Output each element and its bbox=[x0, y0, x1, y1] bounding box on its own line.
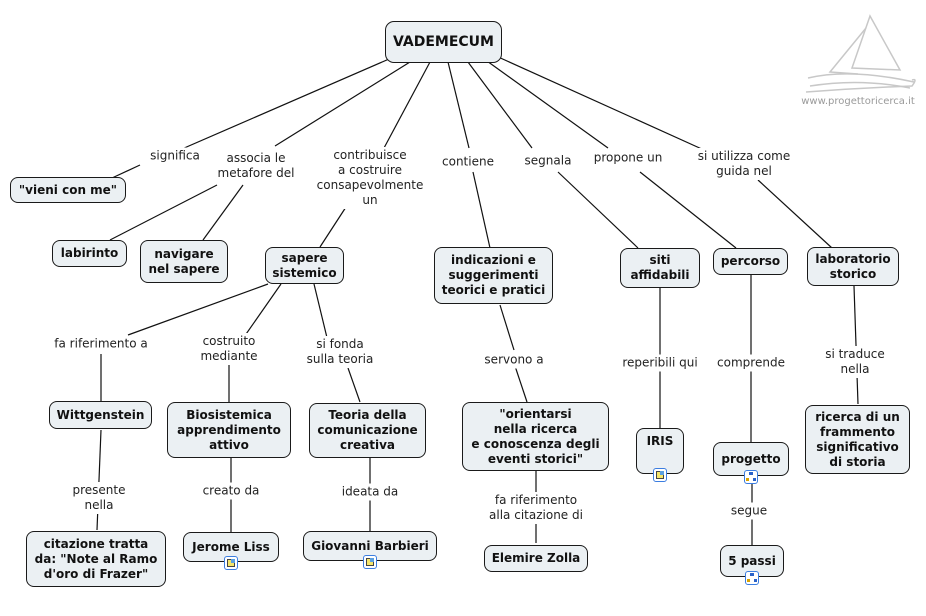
link-label-ideata: ideata da bbox=[339, 483, 401, 501]
link-label-fa-riferimento-citazione: fa riferimento alla citazione di bbox=[487, 492, 585, 524]
node-siti-affidabili[interactable]: siti affidabili bbox=[620, 248, 700, 288]
root-node-vademecum[interactable]: VADEMECUM bbox=[385, 21, 502, 63]
line bbox=[639, 171, 737, 249]
node-biosistemica[interactable]: Biosistemica apprendimento attivo bbox=[167, 402, 291, 458]
node-percorso[interactable]: percorso bbox=[713, 248, 788, 275]
line bbox=[557, 171, 639, 249]
node-sapere-sistemico[interactable]: sapere sistemico bbox=[265, 247, 344, 284]
node-jerome-liss-label: Jerome Liss bbox=[192, 539, 270, 554]
link-label-segnala: segnala bbox=[522, 152, 574, 170]
sailboat-icon bbox=[805, 14, 916, 93]
link-label-utilizza: si utilizza come guida nel bbox=[695, 148, 793, 180]
node-progetto-label: progetto bbox=[721, 451, 781, 466]
link-label-significa: significa bbox=[148, 147, 202, 165]
node-5-passi-label: 5 passi bbox=[728, 553, 776, 568]
link-label-comprende: comprende bbox=[715, 354, 787, 372]
line bbox=[313, 283, 330, 347]
node-5-passi[interactable]: 5 passi bbox=[720, 545, 784, 585]
node-elemire-zolla[interactable]: Elemire Zolla bbox=[484, 545, 588, 572]
node-iris[interactable]: IRIS bbox=[636, 428, 684, 482]
node-giovanni-barbieri-label: Giovanni Barbieri bbox=[311, 538, 429, 553]
line bbox=[347, 367, 361, 403]
link-label-contribuisce: contribuisce a costruire consapevolmente… bbox=[314, 147, 426, 209]
node-laboratorio-storico[interactable]: laboratorio storico bbox=[807, 247, 899, 286]
line bbox=[383, 61, 431, 149]
link-label-traduce: si traduce nella bbox=[819, 346, 891, 378]
line bbox=[499, 304, 515, 351]
line bbox=[853, 285, 859, 405]
document-icon[interactable] bbox=[224, 556, 238, 570]
link-label-contiene: contiene bbox=[440, 153, 496, 171]
logo-url[interactable]: www.progettoricerca.it bbox=[801, 96, 915, 107]
line bbox=[127, 283, 269, 336]
node-navigare-nel-sapere[interactable]: navigare nel sapere bbox=[140, 240, 228, 283]
link-label-servono: servono a bbox=[482, 351, 546, 369]
link-label-costruito: costruito mediante bbox=[198, 333, 260, 365]
node-wittgenstein[interactable]: Wittgenstein bbox=[49, 401, 152, 429]
line bbox=[495, 55, 705, 151]
node-jerome-liss[interactable]: Jerome Liss bbox=[183, 532, 279, 570]
line bbox=[479, 55, 609, 149]
line bbox=[111, 164, 141, 179]
line bbox=[96, 429, 102, 531]
node-labirinto[interactable]: labirinto bbox=[52, 240, 127, 267]
line bbox=[464, 57, 533, 149]
concept-map-icon[interactable] bbox=[745, 571, 759, 585]
link-label-presente: presente nella bbox=[70, 482, 128, 514]
node-ricerca-frammento[interactable]: ricerca di un frammento significativo di… bbox=[805, 405, 910, 474]
line bbox=[109, 184, 218, 241]
node-iris-label: IRIS bbox=[646, 434, 674, 448]
line bbox=[514, 365, 528, 403]
document-icon[interactable] bbox=[363, 555, 377, 569]
line bbox=[274, 61, 411, 147]
link-label-fonda: si fonda sulla teoria bbox=[304, 336, 376, 368]
node-teoria-comunicazione[interactable]: Teoria della comunicazione creativa bbox=[309, 403, 426, 458]
concept-map-icon[interactable] bbox=[744, 470, 758, 484]
node-giovanni-barbieri[interactable]: Giovanni Barbieri bbox=[303, 531, 437, 569]
link-label-propone: propone un bbox=[591, 149, 665, 167]
node-citazione[interactable]: citazione tratta da: "Note al Ramo d'oro… bbox=[26, 531, 166, 587]
line bbox=[174, 55, 397, 153]
link-label-associa: associa le metafore del bbox=[215, 150, 297, 182]
link-label-creato: creato da bbox=[200, 482, 262, 500]
line bbox=[447, 61, 470, 149]
line bbox=[757, 179, 833, 249]
node-vieni-con-me[interactable]: "vieni con me" bbox=[10, 177, 126, 203]
link-label-fa-riferimento: fa riferimento a bbox=[52, 335, 150, 353]
link-label-segue: segue bbox=[728, 502, 770, 520]
document-icon[interactable] bbox=[653, 468, 667, 482]
line bbox=[202, 184, 244, 241]
line bbox=[243, 283, 282, 338]
node-indicazioni[interactable]: indicazioni e suggerimenti teorici e pra… bbox=[434, 247, 553, 304]
node-progetto[interactable]: progetto bbox=[713, 442, 789, 484]
link-label-reperibili: reperibili qui bbox=[620, 354, 700, 372]
line bbox=[319, 206, 347, 248]
line bbox=[472, 171, 491, 249]
node-orientarsi[interactable]: "orientarsi nella ricerca e conoscenza d… bbox=[462, 402, 609, 471]
